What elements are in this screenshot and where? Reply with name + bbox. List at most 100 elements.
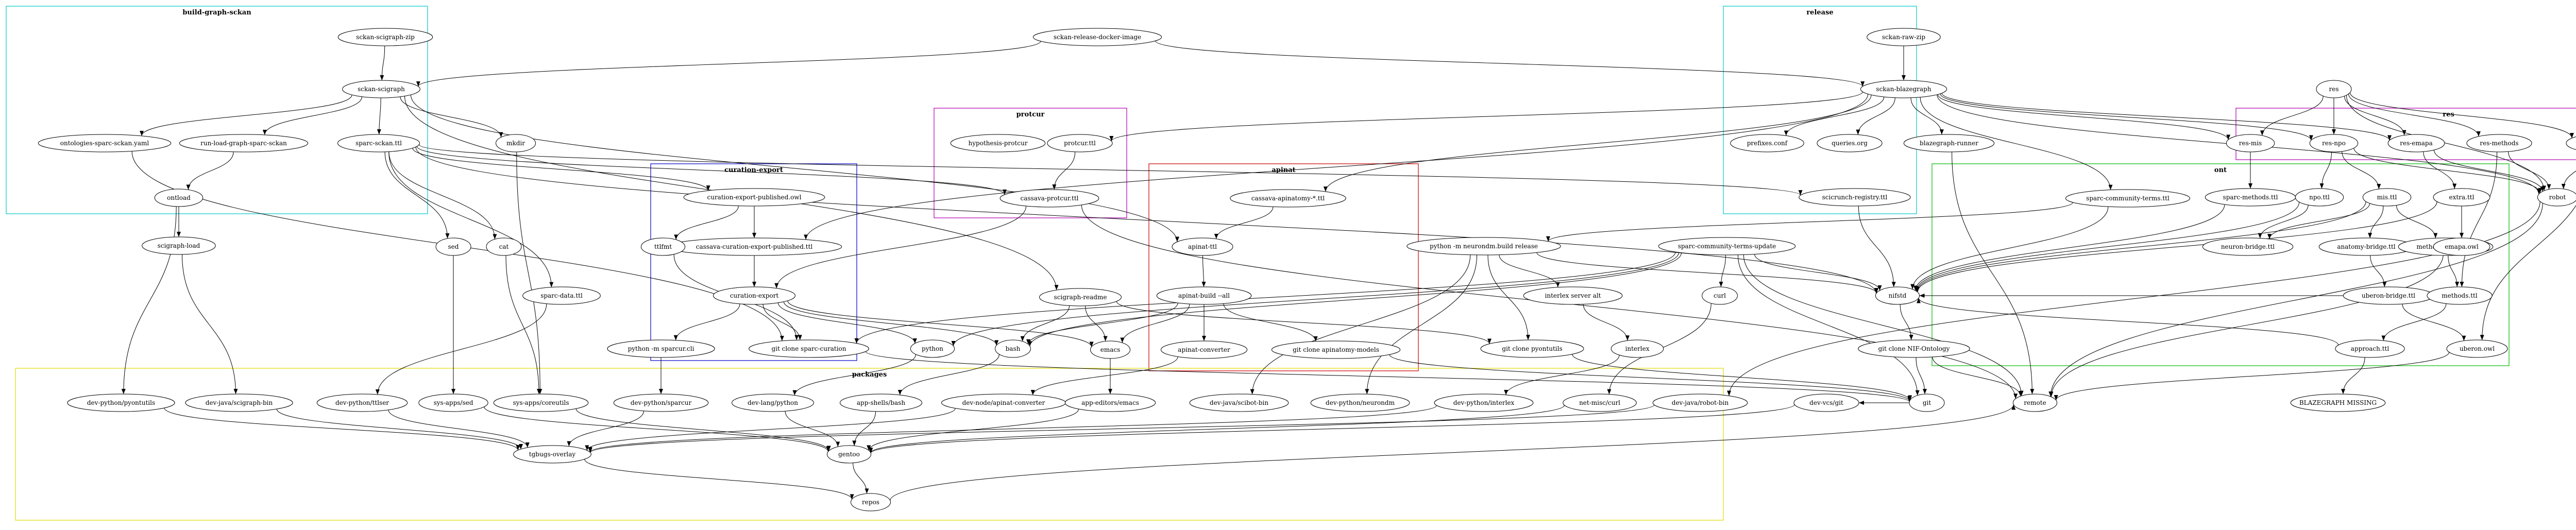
node-sparc-sckan-ttl[interactable]: sparc-sckan.ttl — [337, 134, 420, 152]
node-ontload[interactable]: ontload — [154, 189, 204, 207]
node-git[interactable]: git — [1909, 394, 1945, 412]
node-shape — [1039, 288, 1122, 306]
node-apinat-ttl[interactable]: apinat-ttl — [1172, 237, 1233, 256]
node-methods-ttl[interactable]: methods.ttl — [2427, 286, 2493, 305]
node-curation-export[interactable]: curation-export — [713, 286, 795, 305]
node-dev-java-scigraph-bin[interactable]: dev-java/scigraph-bin — [185, 394, 293, 412]
node-ttlfmt[interactable]: ttlfmt — [640, 237, 686, 256]
node-label: npo.ttl — [2309, 194, 2330, 201]
node-apinat-build-all[interactable]: apinat-build --all — [1156, 286, 1252, 305]
node-dev-python-neurondm[interactable]: dev-python/neurondm — [1310, 394, 1410, 412]
node-protcur-ttl[interactable]: protcur.ttl — [1047, 134, 1113, 152]
node-scigraph-load[interactable]: scigraph-load — [142, 236, 216, 255]
node-neuron-bridge-ttl[interactable]: neuron-bridge.ttl — [2202, 237, 2294, 256]
node-uberon-owl[interactable]: uberon.owl — [2446, 339, 2508, 358]
node-dev-java-robot-bin[interactable]: dev-java/robot-bin — [1652, 394, 1748, 412]
node-label: dev-node/apinat-converter — [962, 399, 1045, 406]
node-emacs[interactable]: emacs — [1090, 340, 1130, 359]
node-dev-java-scibot-bin[interactable]: dev-java/scibot-bin — [1189, 394, 1289, 412]
node-repos[interactable]: repos — [851, 493, 891, 511]
node-res-uberon[interactable]: res-uberon — [2566, 134, 2576, 152]
node-hypothesis-protcur[interactable]: hypothesis-protcur — [950, 134, 1046, 152]
node-python-m-neurondm-build-release[interactable]: python -m neurondm.build release — [1406, 237, 1561, 255]
node-approach-ttl[interactable]: approach.ttl — [2335, 339, 2405, 358]
node-nifstd[interactable]: nifstd — [1875, 286, 1920, 305]
node-npo-ttl[interactable]: npo.ttl — [2295, 188, 2344, 207]
node-res-mis[interactable]: res-mis — [2226, 134, 2275, 152]
node-mis-ttl[interactable]: mis.ttl — [2362, 188, 2412, 207]
node-sys-apps-sed[interactable]: sys-apps/sed — [418, 394, 488, 412]
node-cassava-curation-export-published-ttl[interactable]: cassava-curation-export-published.ttl — [666, 237, 842, 256]
node-sckan-blazegraph[interactable]: sckan-blazegraph — [1860, 80, 1947, 98]
node-interlex-server-alt[interactable]: interlex server alt — [1523, 286, 1623, 305]
node-sparc-methods-ttl[interactable]: sparc-methods.ttl — [2205, 188, 2296, 207]
node-python-m-sparcur-cli[interactable]: python -m sparcur.cli — [607, 339, 715, 358]
node-shape — [179, 134, 309, 152]
node-res[interactable]: res — [2316, 80, 2352, 98]
node-sckan-raw-zip[interactable]: sckan-raw-zip — [1867, 28, 1941, 46]
node-git-clone-apinatomy-models[interactable]: git clone apinatomy-models — [1271, 340, 1401, 359]
node-dev-python-interlex[interactable]: dev-python/interlex — [1434, 394, 1534, 412]
edge-dev-vcs-git-to-gentoo — [869, 404, 1795, 454]
cluster-border — [6, 6, 428, 214]
node-res-npo[interactable]: res-npo — [2309, 134, 2359, 152]
node-res-emapa[interactable]: res-emapa — [2387, 134, 2445, 152]
node-scigraph-readme[interactable]: scigraph-readme — [1039, 288, 1122, 306]
node-bash[interactable]: bash — [995, 339, 1031, 358]
node-run-load-graph-sparc-sckan[interactable]: run-load-graph-sparc-sckan — [179, 134, 309, 152]
node-ontologies-sparc-sckan-yaml[interactable]: ontologies-sparc-sckan.yaml — [38, 134, 172, 152]
node-apinat-converter[interactable]: apinat-converter — [1160, 340, 1248, 359]
node-blazegraph-runner[interactable]: blazegraph-runner — [1903, 134, 1995, 152]
node-git-clone-pyontutils[interactable]: git clone pyontutils — [1480, 339, 1584, 358]
node-curl[interactable]: curl — [1702, 286, 1738, 305]
node-app-shells-bash[interactable]: app-shells/bash — [840, 394, 922, 412]
node-mkdir[interactable]: mkdir — [496, 134, 536, 152]
node-blazegraph-missing[interactable]: BLAZEGRAPH MISSING — [2290, 394, 2386, 412]
node-sed[interactable]: sed — [435, 237, 471, 256]
node-dev-node-apinat-converter[interactable]: dev-node/apinat-converter — [941, 394, 1066, 412]
node-gentoo[interactable]: gentoo — [826, 445, 872, 464]
node-python[interactable]: python — [910, 339, 955, 358]
node-git-clone-nif-ontology[interactable]: git clone NIF-Ontology — [1858, 339, 1970, 358]
node-shape — [1858, 339, 1970, 358]
edge-sparc-sckan-ttl-to-cassava-protcur-ttl — [416, 146, 1007, 195]
node-sckan-release-docker-image[interactable]: sckan-release-docker-image — [1032, 28, 1162, 46]
node-tgbugs-overlay[interactable]: tgbugs-overlay — [513, 445, 591, 464]
node-dev-vcs-git[interactable]: dev-vcs/git — [1793, 394, 1859, 412]
edge-res-emapa-to-extra-ttl — [2423, 151, 2457, 189]
node-sckan-scigraph-zip[interactable]: sckan-scigraph-zip — [337, 28, 433, 46]
edge-sparc-community-terms-update-to-git — [1737, 254, 1920, 396]
node-queries-org[interactable]: queries.org — [1817, 134, 1883, 152]
node-emapa-owl[interactable]: emapa.owl — [2433, 237, 2490, 256]
node-uberon-bridge-ttl[interactable]: uberon-bridge.ttl — [2343, 286, 2434, 305]
node-anatomy-bridge-ttl[interactable]: anatomy-bridge.ttl — [2318, 237, 2414, 256]
node-sparc-data-ttl[interactable]: sparc-data.ttl — [522, 286, 601, 305]
node-curation-export-published-owl[interactable]: curation-export-published.owl — [683, 188, 825, 207]
node-shape — [1480, 339, 1584, 358]
node-interlex[interactable]: interlex — [1611, 339, 1664, 358]
node-shape — [1523, 286, 1623, 305]
node-sys-apps-coreutils[interactable]: sys-apps/coreutils — [493, 394, 589, 412]
node-res-methods[interactable]: res-methods — [2466, 134, 2532, 152]
node-dev-python-ttlser[interactable]: dev-python/ttlser — [316, 394, 408, 412]
node-scicrunch-registry-ttl[interactable]: scicrunch-registry.ttl — [1799, 188, 1911, 207]
node-sparc-community-terms-ttl[interactable]: sparc-community-terms.ttl — [2065, 189, 2190, 208]
node-sparc-community-terms-update[interactable]: sparc-community-terms-update — [1658, 237, 1796, 255]
node-remote[interactable]: remote — [2012, 394, 2058, 412]
edge-dev-python-interlex-to-tgbugs-overlay — [588, 405, 1437, 453]
node-dev-python-sparcur[interactable]: dev-python/sparcur — [613, 394, 709, 412]
node-cassava-apinatomy-ttl[interactable]: cassava-apinatomy-*.ttl — [1230, 189, 1346, 208]
node-git-clone-sparc-curation[interactable]: git clone sparc-curation — [749, 339, 869, 358]
node-robot[interactable]: robot — [2537, 188, 2576, 207]
node-extra-ttl[interactable]: extra.ttl — [2433, 188, 2490, 207]
edge-methods-ttl-to-approach-ttl — [2381, 303, 2447, 341]
node-sckan-scigraph[interactable]: sckan-scigraph — [342, 80, 420, 98]
node-net-misc-curl[interactable]: net-misc/curl — [1563, 394, 1637, 412]
node-dev-python-pyontutils[interactable]: dev-python/pyontutils — [67, 394, 175, 412]
edge-npo-ttl-to-neuron-bridge-ttl — [2258, 204, 2309, 238]
node-cat[interactable]: cat — [486, 237, 522, 256]
node-cassava-protcur-ttl[interactable]: cassava-protcur.ttl — [999, 189, 1099, 208]
node-prefixes-conf[interactable]: prefixes.conf — [1730, 134, 1804, 152]
node-dev-lang-python[interactable]: dev-lang/python — [732, 394, 814, 412]
node-app-editors-emacs[interactable]: app-editors/emacs — [1064, 394, 1156, 412]
